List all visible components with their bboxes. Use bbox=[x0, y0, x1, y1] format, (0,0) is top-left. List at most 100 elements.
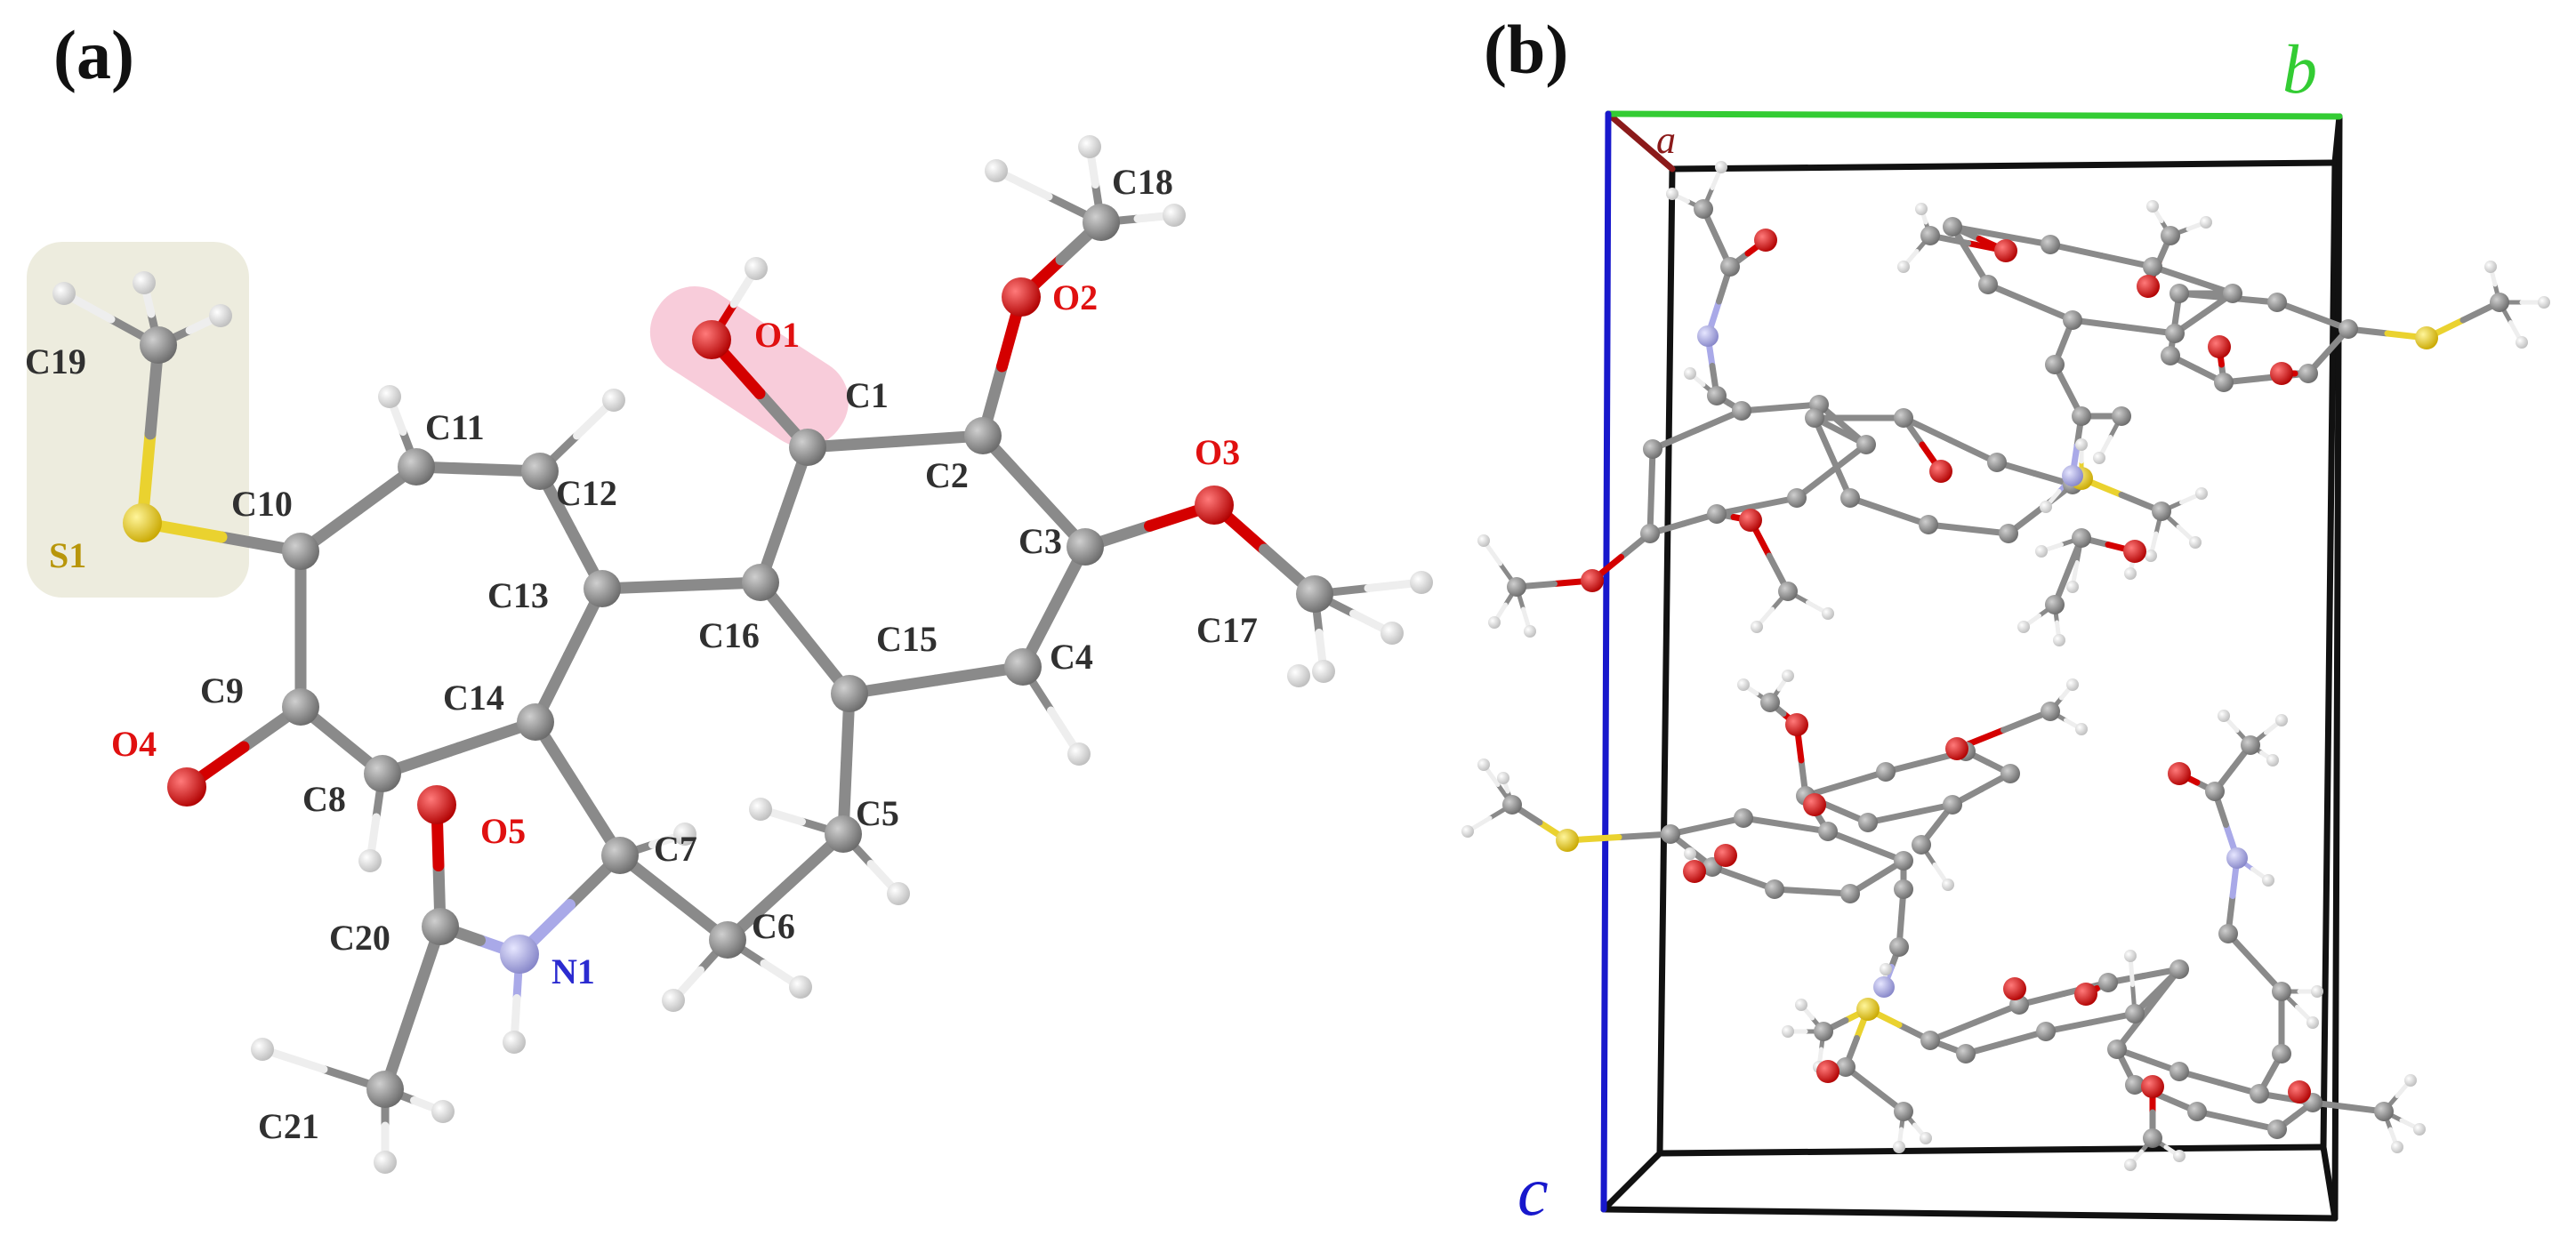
hydrogen-atom bbox=[887, 882, 910, 905]
atom-O4 bbox=[167, 767, 206, 807]
hydrogen-atom bbox=[209, 304, 232, 327]
hydrogen-atom bbox=[745, 257, 768, 280]
packing-atom bbox=[2288, 1080, 2311, 1104]
cell-edge bbox=[1600, 1206, 2339, 1222]
packing-atom bbox=[1661, 824, 1680, 844]
hydrogen-atom bbox=[2538, 296, 2550, 309]
hydrogen-atom bbox=[1915, 203, 1928, 215]
hydrogen-atom bbox=[749, 798, 772, 821]
packing-atom bbox=[2045, 355, 2065, 374]
packing-atom bbox=[2267, 1120, 2287, 1139]
atom-O5 bbox=[417, 785, 456, 824]
hydrogen-atom bbox=[2484, 261, 2497, 273]
hydrogen-atom bbox=[374, 1151, 397, 1174]
packing-atom bbox=[2152, 502, 2171, 521]
hydrogen-atom bbox=[2066, 678, 2079, 691]
hydrogen-atom bbox=[1795, 999, 1807, 1011]
packing-atom bbox=[2208, 335, 2231, 358]
packing-atom bbox=[2214, 373, 2234, 392]
atom-C3 bbox=[1067, 528, 1104, 566]
hydrogen-atom bbox=[2017, 621, 2030, 633]
hydrogen-atom bbox=[2093, 452, 2105, 464]
axis-b-label: b bbox=[2282, 30, 2317, 108]
packing-atom bbox=[1814, 1022, 1833, 1041]
packing-atom bbox=[1943, 795, 1962, 815]
hydrogen-atom bbox=[2035, 545, 2048, 558]
packing-atom bbox=[2223, 284, 2242, 303]
atom-C1 bbox=[789, 429, 826, 466]
hydrogen-atom bbox=[1410, 571, 1433, 594]
hydrogen-atom bbox=[1715, 161, 1727, 173]
hydrogen-atom bbox=[2173, 1150, 2186, 1162]
hydrogen-atom bbox=[2053, 634, 2065, 646]
hydrogen-atom bbox=[2075, 438, 2088, 451]
packing-atom bbox=[1507, 577, 1526, 597]
packing-atom bbox=[1999, 524, 2018, 543]
cell-edge bbox=[2331, 113, 2343, 1222]
atom-S1 bbox=[123, 503, 162, 542]
packing-atom bbox=[1943, 217, 1962, 237]
packing-atom bbox=[1894, 879, 1913, 899]
packing-atom bbox=[2041, 702, 2060, 721]
hydrogen-atom bbox=[673, 823, 696, 846]
hydrogen-atom bbox=[1477, 758, 1490, 771]
packing-atom bbox=[1707, 504, 1727, 524]
atom-C21 bbox=[366, 1071, 404, 1108]
hydrogen-atom bbox=[2124, 950, 2137, 962]
packing-atom bbox=[1739, 509, 1762, 532]
atom-C18 bbox=[1083, 204, 1120, 241]
hydrogen-atom bbox=[1078, 135, 1101, 158]
packing-atom bbox=[2250, 1084, 2269, 1104]
atom-label-C13: C13 bbox=[487, 575, 549, 615]
packing-atom bbox=[1785, 713, 1808, 736]
packing-atom bbox=[2270, 362, 2293, 385]
hydrogen-atom bbox=[1782, 670, 1794, 682]
atom-label-O2: O2 bbox=[1052, 277, 1098, 317]
packing-atom bbox=[2003, 977, 2026, 1000]
packing-atom bbox=[1894, 851, 1913, 871]
hydrogen-atom bbox=[2189, 536, 2202, 549]
atom-C16 bbox=[742, 564, 779, 601]
atom-C8 bbox=[364, 755, 401, 792]
packing-atom bbox=[1707, 386, 1727, 405]
cell-edge bbox=[2320, 1144, 2339, 1222]
atom-label-O3: O3 bbox=[1195, 432, 1240, 472]
panel-a-label: (a) bbox=[53, 16, 134, 93]
hydrogen-atom bbox=[2075, 723, 2088, 735]
hydrogen-atom bbox=[2195, 487, 2208, 500]
packing-atom bbox=[1889, 937, 1909, 957]
packing-atom bbox=[2098, 973, 2118, 992]
hydrogen-atom bbox=[133, 271, 156, 294]
cell-edge bbox=[1656, 165, 1676, 1157]
hydrogen-atom bbox=[2391, 1141, 2403, 1153]
atom-O1 bbox=[692, 320, 731, 359]
hydrogen-atom bbox=[1920, 1132, 1932, 1144]
hydrogen-atom bbox=[1287, 664, 1310, 687]
atom-O2 bbox=[1002, 277, 1041, 317]
hydrogen-atom bbox=[1497, 772, 1509, 784]
atom-C15 bbox=[831, 675, 868, 712]
atom-label-C14: C14 bbox=[443, 678, 504, 718]
packing-atom bbox=[1556, 829, 1579, 852]
hydrogen-atom bbox=[1666, 188, 1678, 200]
packing-atom bbox=[1643, 439, 1662, 459]
atom-label-O5: O5 bbox=[480, 811, 526, 851]
packing-atom bbox=[1754, 229, 1777, 252]
packing-atom bbox=[2169, 959, 2189, 979]
hydrogen-atom bbox=[2275, 714, 2288, 726]
packing-atom bbox=[1760, 693, 1780, 712]
hydrogen-atom bbox=[2262, 874, 2274, 887]
packing-atom bbox=[1697, 325, 1719, 347]
atom-label-C15: C15 bbox=[876, 619, 938, 659]
packing-atom bbox=[2125, 1004, 2145, 1023]
packing-atom bbox=[2272, 1044, 2291, 1063]
packing-atom bbox=[1873, 976, 1895, 998]
packing-atom bbox=[2045, 595, 2065, 614]
atom-N1 bbox=[500, 935, 539, 974]
atom-label-C2: C2 bbox=[925, 455, 969, 495]
packing-atom bbox=[1956, 1044, 1976, 1063]
axis-a bbox=[1605, 110, 1676, 173]
packing-atom bbox=[1714, 844, 1737, 867]
unit-cell-box bbox=[1600, 110, 2343, 1222]
